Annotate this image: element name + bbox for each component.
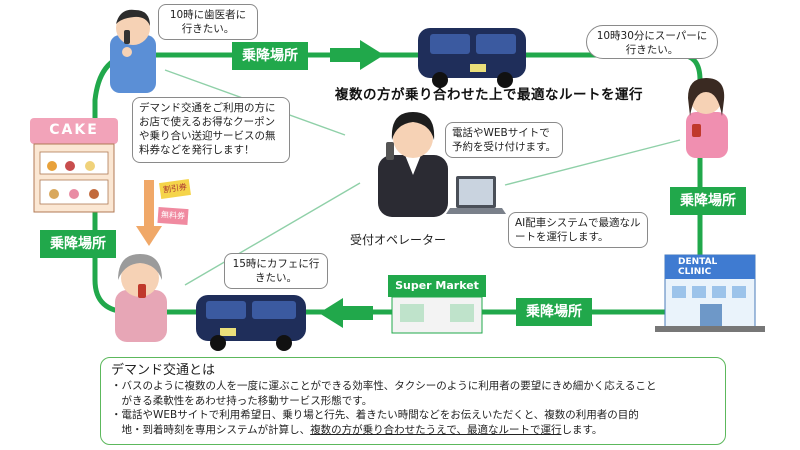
bubble-ai-dispatch: AI配車システムで最適なルートを運行します。 bbox=[508, 212, 648, 248]
info-title: デマンド交通とは bbox=[111, 363, 216, 378]
supermarket-sign: Super Market bbox=[395, 279, 479, 292]
user-bottom-left-illustration bbox=[115, 254, 167, 342]
stop-label-top: 乗降場所 bbox=[232, 42, 308, 70]
supermarket-illustration bbox=[388, 275, 486, 334]
van-bottom bbox=[196, 295, 306, 351]
route-arrow-left bbox=[319, 298, 373, 328]
info-box: デマンド交通とは ・バスのように複数の人を一度に運ぶことができる効率性、タクシー… bbox=[100, 357, 726, 445]
bubble-reception: 電話やWEBサイトで予約を受け付けます。 bbox=[445, 122, 563, 158]
bubble-coupon: デマンド交通をご利用の方にお店で使えるお得なクーポンや乗り合い送迎サービスの無料… bbox=[132, 97, 290, 163]
bubble-cafe: 15時にカフェに行きたい。 bbox=[224, 253, 328, 289]
route-arrow-right bbox=[330, 40, 384, 70]
link-right-user bbox=[504, 139, 681, 186]
operator-label: 受付オペレーター bbox=[350, 233, 447, 247]
info-line-2: がきる柔軟性をあわせ持った移動サービス形態です。 bbox=[111, 394, 373, 407]
van-top bbox=[418, 28, 526, 88]
stop-label-right: 乗降場所 bbox=[670, 187, 746, 215]
info-line-4: 地・到着時刻を専用システムが計算し、複数の方が乗り合わせたうえで、最適なルートで… bbox=[111, 423, 715, 438]
laptop-illustration bbox=[446, 176, 506, 214]
coupon-free-text: 無料券 bbox=[160, 210, 186, 221]
user-top-left-illustration bbox=[110, 9, 156, 93]
stop-label-left: 乗降場所 bbox=[40, 230, 116, 258]
coupon-tickets-illustration bbox=[157, 178, 191, 226]
info-line-4a: 地・到着時刻を専用システムが計算し、 bbox=[111, 423, 311, 436]
info-line-1: ・バスのように複数の人を一度に運ぶことができる効率性、タクシーのように利用者の要… bbox=[111, 380, 657, 392]
info-line-4c: します。 bbox=[561, 423, 603, 436]
cake-shop-illustration bbox=[30, 118, 118, 213]
info-line-3: ・電話やWEBサイトで利用希望日、乗り場と行先、着きたい時間などをお伝えいただく… bbox=[111, 409, 639, 421]
operator-illustration bbox=[378, 112, 448, 217]
link-elder-user bbox=[184, 182, 361, 286]
clinic-sign-line2: CLINIC bbox=[678, 267, 712, 277]
clinic-sign-line1: DENTAL bbox=[678, 257, 718, 267]
route-headline: 複数の方が乗り合わせた上で最適なルートを運行 bbox=[335, 87, 643, 103]
cake-shop-sign: CAKE bbox=[49, 122, 99, 138]
info-line-4b: 複数の方が乗り合わせたうえで、最適なルートで運行 bbox=[310, 423, 562, 436]
dental-clinic-illustration bbox=[655, 254, 765, 332]
bubble-dentist: 10時に歯医者に行きたい。 bbox=[158, 4, 258, 40]
stop-label-bottom: 乗降場所 bbox=[516, 298, 592, 326]
bubble-supermarket: 10時30分にスーパーに行きたい。 bbox=[586, 25, 718, 59]
user-right-illustration bbox=[686, 78, 728, 158]
coupon-arrow bbox=[136, 180, 162, 246]
